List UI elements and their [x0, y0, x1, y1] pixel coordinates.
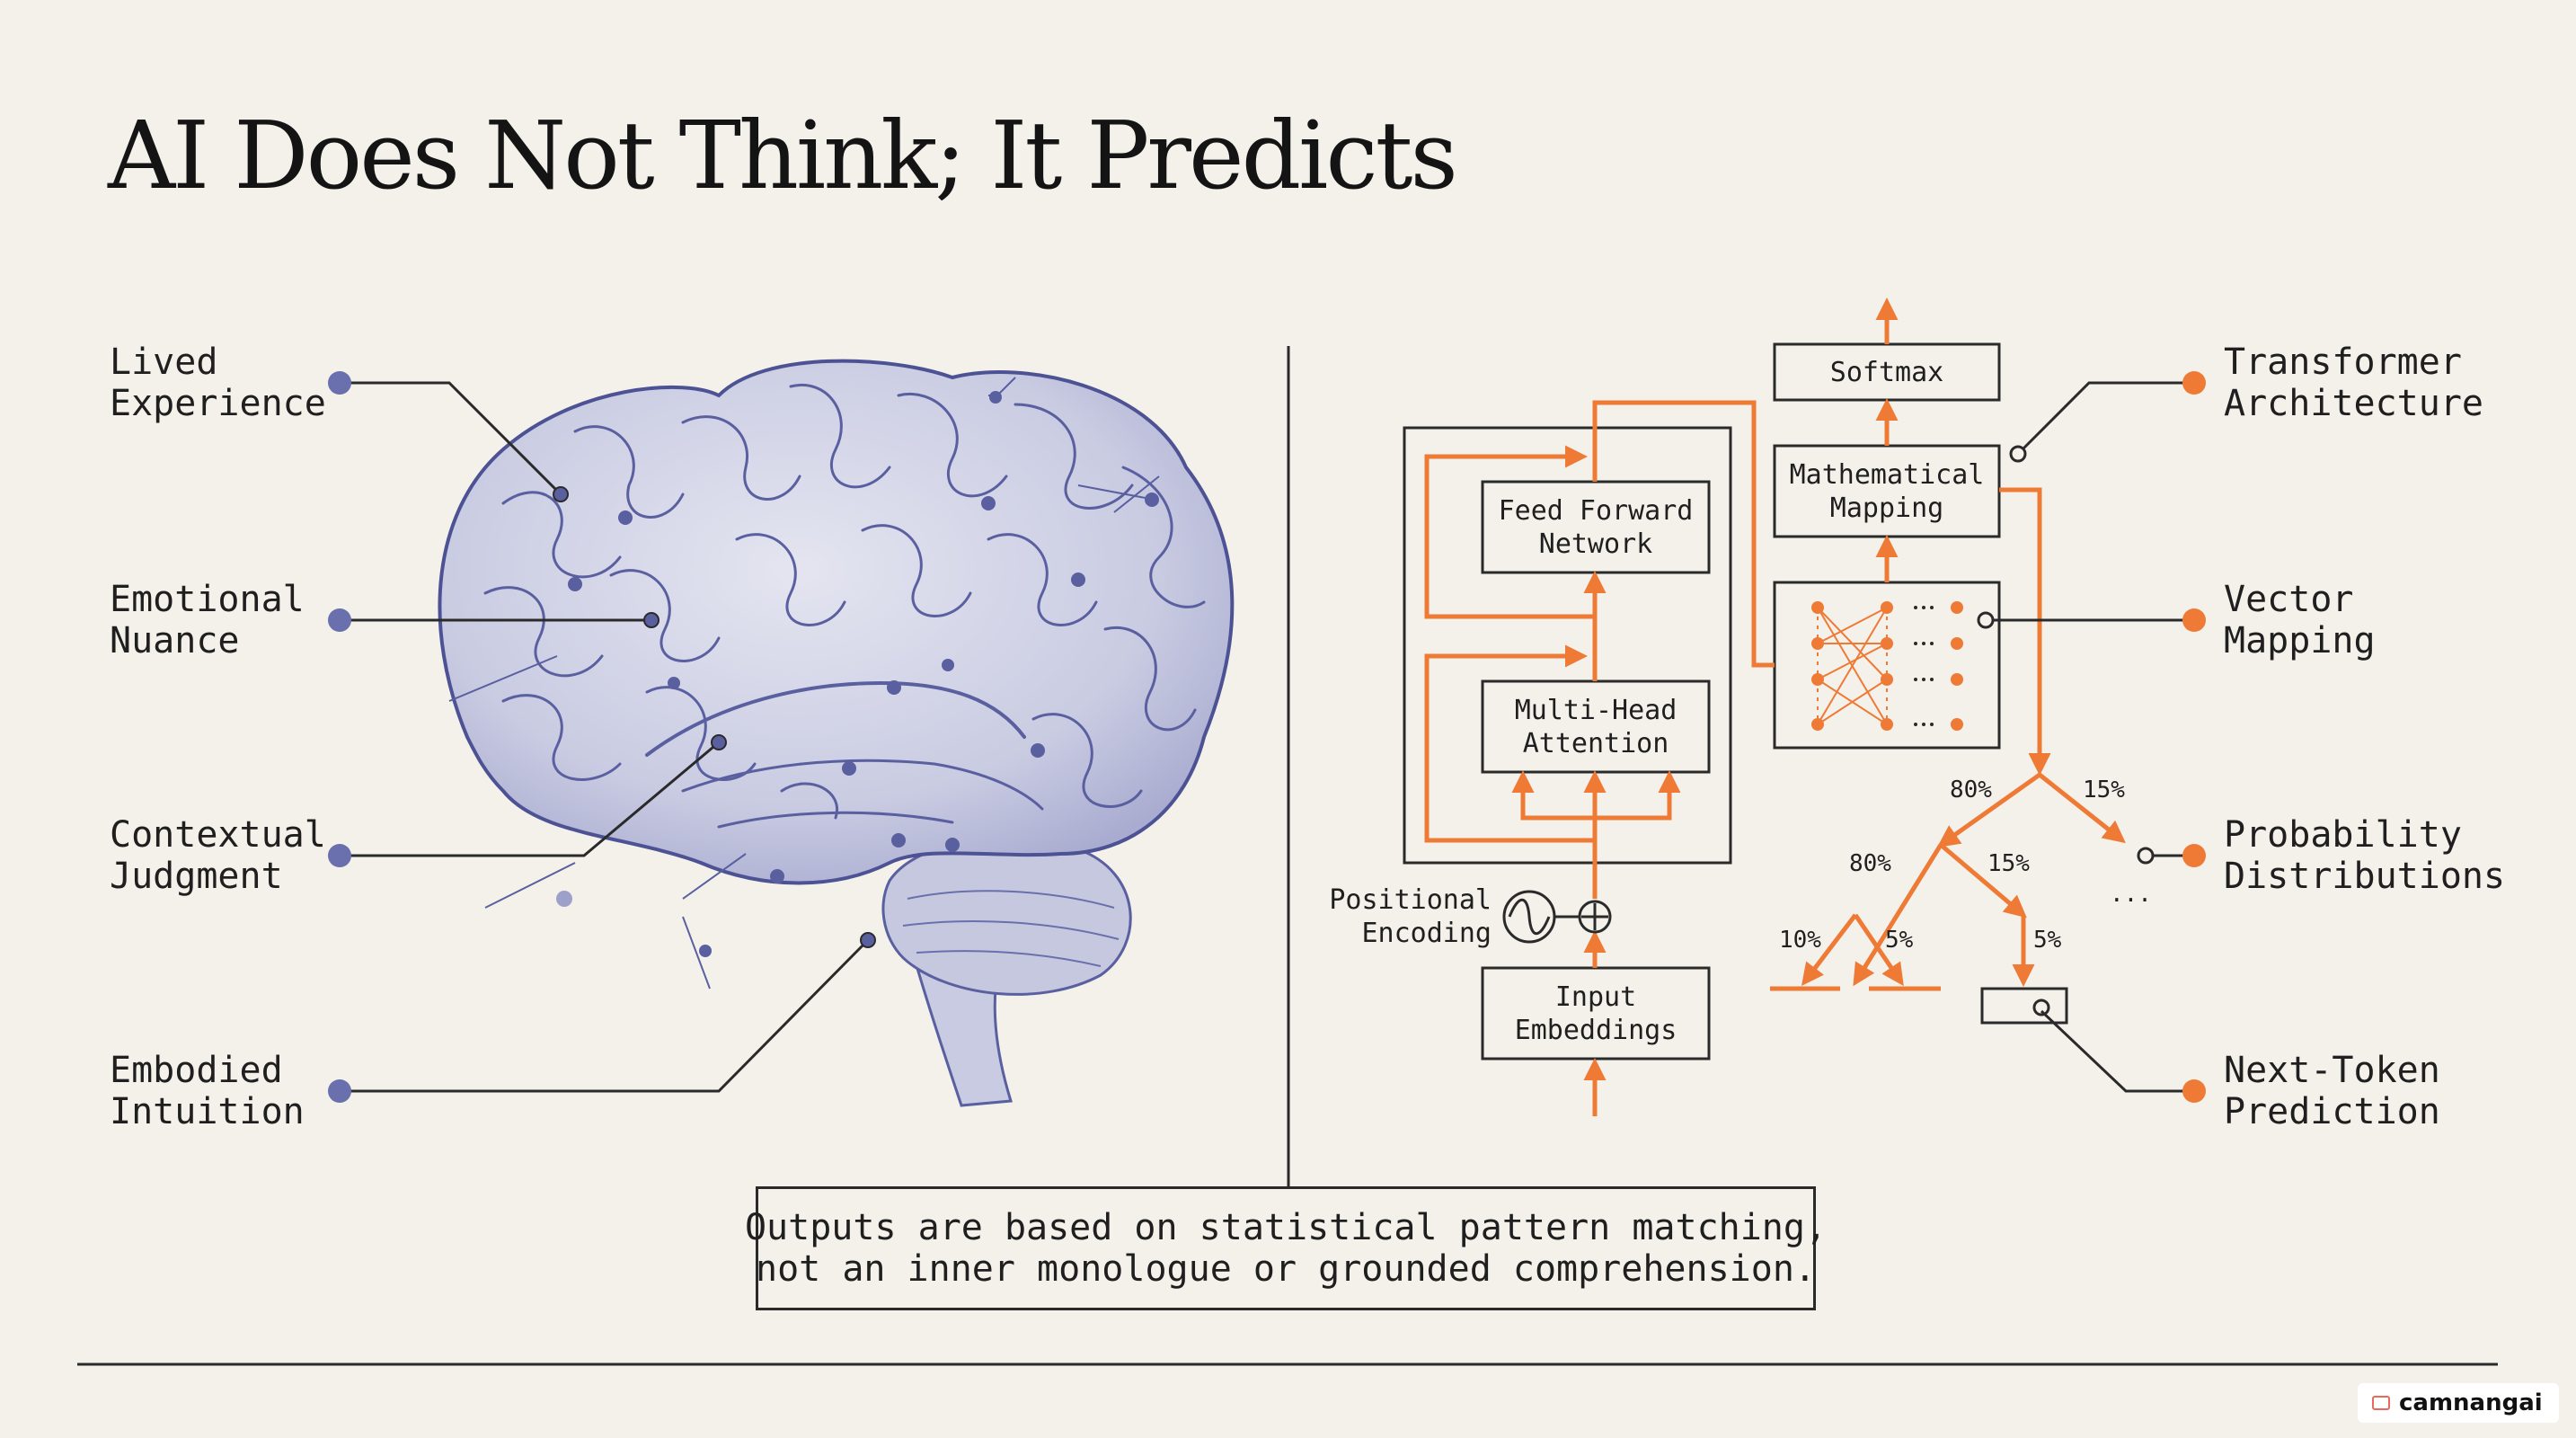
- pct-5-right: 5%: [2033, 927, 2062, 954]
- encoder-container: [1403, 426, 1732, 865]
- brain-illustration: [438, 359, 1235, 1107]
- label-probability-distributions: Probability Distributions: [2224, 814, 2506, 897]
- math-mapping-label: Mathematical Mapping: [1789, 458, 1985, 524]
- label-transformer-architecture: Transformer Architecture: [2224, 342, 2483, 424]
- page-title: AI Does Not Think; It Predicts: [108, 101, 1458, 210]
- label-lived-experience: Lived Experience: [110, 342, 326, 424]
- book-icon: [2372, 1396, 2390, 1410]
- softmax-box: [1773, 342, 2001, 402]
- label-emotional-nuance: Emotional Nuance: [110, 579, 305, 661]
- multi-head-label: Multi-Head Attention: [1514, 694, 1677, 759]
- add-icon: [1578, 900, 1612, 934]
- label-vector-mapping: Vector Mapping: [2224, 579, 2376, 661]
- left-connector-dots: [328, 371, 351, 1103]
- right-connector-dots: [2182, 371, 2206, 1103]
- multi-head-box: [1481, 679, 1711, 774]
- label-next-token-prediction: Next-Token Prediction: [2224, 1050, 2440, 1132]
- label-embodied-intuition: Embodied Intuition: [110, 1050, 305, 1132]
- next-token-box: [1980, 987, 2068, 1025]
- positional-encoding-label: Positional Encoding: [1329, 884, 1492, 949]
- feed-forward-label: Feed Forward Network: [1498, 494, 1694, 560]
- pct-80-top: 80%: [1950, 777, 1992, 803]
- transformer-diagram: [1403, 297, 2126, 1116]
- pct-10: 10%: [1779, 927, 1821, 954]
- pct-80-mid: 80%: [1849, 850, 1891, 877]
- magnifier-icon: [2032, 999, 2050, 1016]
- label-contextual-judgment: Contextual Judgment: [110, 814, 326, 897]
- left-connectors: [340, 381, 870, 1093]
- pct-5-left: 5%: [1885, 927, 1914, 954]
- ellipsis-more: ...: [2110, 881, 2152, 908]
- pct-15-top: 15%: [2083, 777, 2125, 803]
- footer-statement: Outputs are based on statistical pattern…: [745, 1186, 1827, 1310]
- watermark-badge: camnangai: [2358, 1383, 2559, 1423]
- softmax-label: Softmax: [1829, 356, 1944, 388]
- pct-15-mid: 15%: [1987, 850, 2030, 877]
- input-embeddings-label: Input Embeddings: [1514, 981, 1677, 1046]
